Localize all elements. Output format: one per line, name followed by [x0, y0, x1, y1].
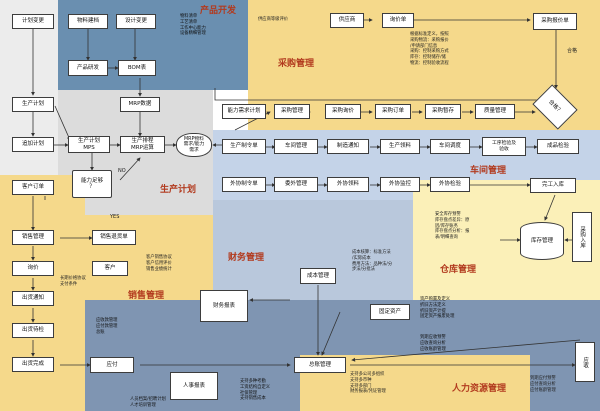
purchase-manage-box: 采购管理: [274, 104, 310, 119]
cost-manage-box: 成本管理: [300, 268, 336, 284]
qualified-yes-label: 合格: [567, 48, 578, 54]
purchase-instock-box: 采购入库: [572, 212, 592, 262]
shop-schedule-box: 车间调度: [430, 139, 470, 154]
warehouse-info-note: 安全库存预警 库存盘点差异：原 因/库存账务 库存盘点分析：报 表/明细查询: [435, 212, 470, 241]
purchase-info-note: 根据标准定义，按照 采购物流：采购报价 /申请部门信息 采购：控制采购方式 库存…: [410, 32, 449, 66]
section-purchase: 采购管理: [278, 59, 315, 69]
section-production-plan: 生产计划: [160, 185, 197, 195]
receivable-box: 应收: [575, 342, 595, 382]
capacity-plan-box: 能力需求计划: [222, 104, 266, 119]
customer-order-box: 客户订单: [12, 180, 54, 195]
capacity-decision: 能力足够 ？: [72, 170, 112, 198]
region-sales-inner: [85, 215, 213, 300]
purchase-quote-box: 采购报价单: [533, 13, 577, 30]
sales-info-note: 客户销售协议 客户信用评价 销售业绩统计: [146, 255, 172, 272]
design-change-box: 设计变更: [116, 14, 156, 29]
ship-done-box: 出货完成: [12, 357, 54, 372]
sales-bottom-note: 到期应收预警 应收查询分析 应收账龄管理: [420, 335, 446, 352]
mrp-data-box: MRP数据: [120, 97, 160, 112]
material-pick-box: 生产领料: [380, 139, 420, 154]
payable-box: 应付: [90, 357, 134, 373]
process-mrp-box: 生产排程 MRP运算: [120, 136, 165, 153]
product-dev-box: 产品研发: [68, 60, 108, 76]
total-ledger-box: 总账管理: [294, 357, 346, 373]
production-plan-box: 生产计划: [12, 97, 54, 112]
purchase-order-box: 采购订单: [375, 104, 411, 119]
payable-info-note: 到期应付预警 应付查询分析 应付账龄管理: [530, 376, 556, 393]
outsource-order-box: 外协制令单: [222, 177, 266, 192]
supplier-box: 供应商: [330, 13, 364, 28]
outsource-inspect-box: 外协检验: [430, 177, 470, 192]
finance-report-box: 财务报表: [200, 290, 248, 322]
finance-bottom-note: 应收款管理 应付款管理 总账: [96, 318, 118, 335]
asset-info-note: 资产购置及定义 折旧方法定义 折旧资产计提 固定资产报废处理: [420, 297, 455, 320]
sales-left-note: 长期价格协议 支付条件: [60, 276, 86, 287]
craft-route-box: 工序检验及 验收: [482, 137, 526, 156]
quality-manage-box: 质量管理: [475, 104, 515, 119]
customer-box: 客户: [92, 261, 128, 276]
outsource-monitor-box: 外协监控: [380, 177, 420, 192]
purchase-inquiry-box: 采购询价: [325, 104, 361, 119]
sales-delivery-box: 销售退货单: [92, 230, 136, 245]
section-product-dev: 产品开发: [200, 6, 237, 16]
shop-manage-box: 车间管理: [274, 139, 318, 154]
fixed-assets-box: 固定资产: [370, 304, 410, 320]
section-warehouse: 仓库管理: [440, 265, 477, 275]
quote-box: 询价: [12, 261, 54, 276]
hr-bottom-note: 人员档案/招聘计划 人才培训管理: [130, 397, 166, 408]
ship-check-box: 出货待检: [12, 323, 54, 338]
section-hr: 人力资源管理: [452, 384, 507, 394]
add-plan-box: 追加计划: [12, 137, 54, 152]
hr-info-note: 支持多公司多组织 支持多币种 支持多部门 财务报表/凭证管理: [350, 372, 386, 395]
finished-inspect-box: 成品检验: [537, 139, 579, 154]
product-info-note: 物料清单 工艺清单 工作中心能力 设备精细管理: [180, 14, 206, 37]
material-build-box: 物料建档: [68, 14, 108, 29]
inquiry-box: 询价单: [382, 13, 414, 28]
make-notice-box: 制造通知: [327, 139, 369, 154]
sales-manage-box: 销售管理: [12, 230, 54, 245]
plan-mps-box: 生产计划 MPS: [68, 136, 110, 153]
outsource-pick-box: 外协领料: [327, 177, 369, 192]
bom-box: BOM表: [118, 60, 156, 76]
outsource-manage-box: 委外管理: [274, 177, 318, 192]
section-finance: 财务管理: [228, 253, 265, 263]
hr-report-box: 人事报表: [170, 372, 218, 400]
plan-change-box: 计划变更: [12, 14, 54, 29]
work-order-box: 生产制令单: [222, 139, 266, 154]
complete-instock-box: 完工入库: [530, 178, 576, 193]
section-workshop: 车间管理: [470, 166, 507, 176]
ship-notice-box: 出货通知: [12, 291, 54, 306]
mrp-material-box: MRP物料 需求/能力 需求: [176, 133, 212, 157]
no-label: NO: [118, 168, 126, 174]
cost-info-note: 成本核算：标准方法 /实际成本 费用方法：品种法/分 步法/分批法: [352, 250, 393, 273]
purchase-temp-box: 采购暂存: [425, 104, 461, 119]
section-sales: 销售管理: [128, 291, 165, 301]
yes-label: YES: [110, 214, 120, 220]
stock-manage-box: 库存管理: [520, 222, 564, 260]
hr-left-note: 支持多种考勤 工资结构自定义 社保管理 支持销售成本: [240, 379, 271, 402]
supplier-eval-note: 供应商等级评价: [258, 17, 289, 22]
